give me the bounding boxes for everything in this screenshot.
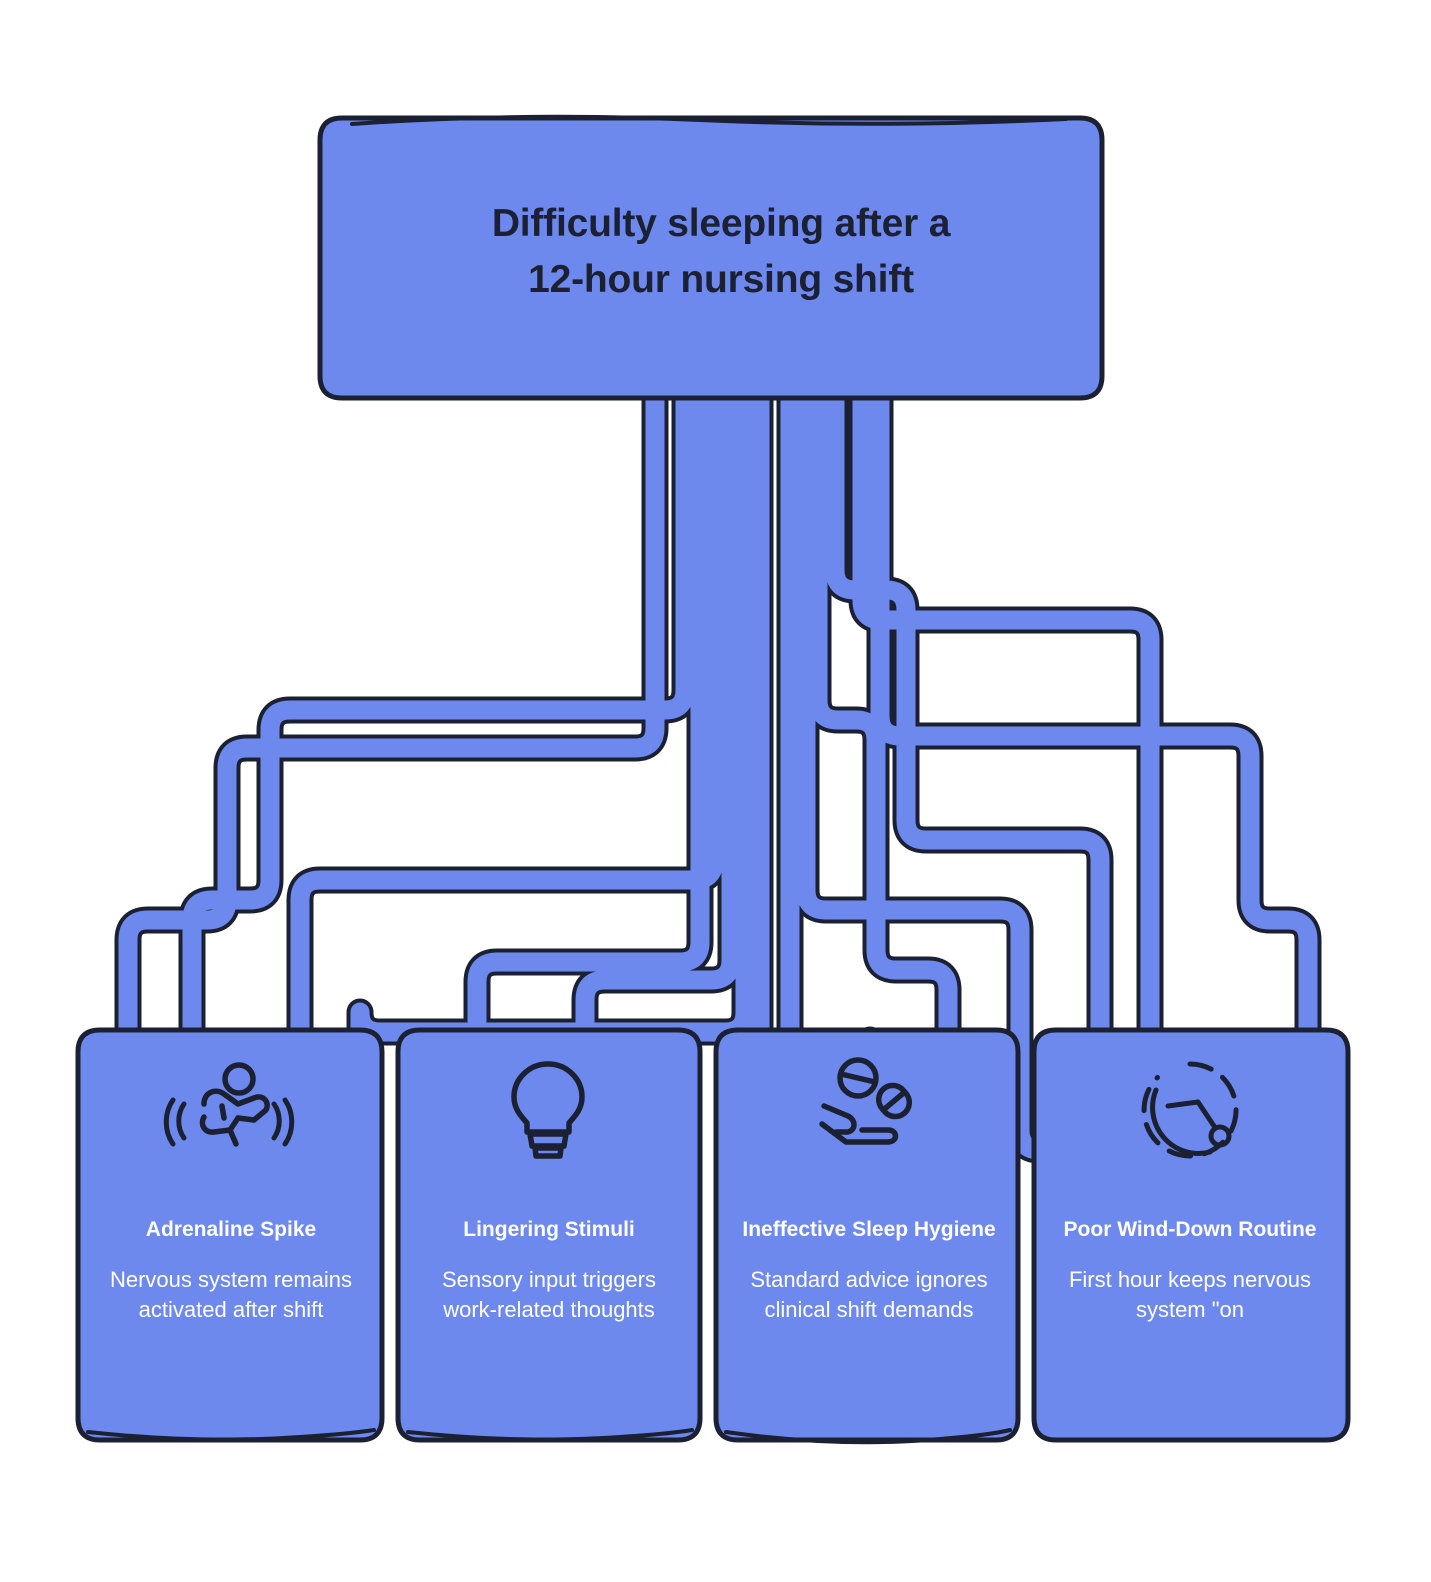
leaf-title: Adrenaline Spike xyxy=(145,1218,317,1241)
leaf-text-lingering-stimuli: Lingering Stimuli Sensory input triggers… xyxy=(414,1214,684,1325)
leaf-description: Nervous system remains activated after s… xyxy=(109,1267,353,1322)
leaf-card-poor-wind-down-routine[interactable] xyxy=(1031,1027,1351,1443)
lightbulb-icon xyxy=(511,1061,585,1159)
leaf-card-lingering-stimuli[interactable] xyxy=(395,1027,703,1443)
leaf-title: Poor Wind-Down Routine xyxy=(1063,1218,1317,1241)
leaf-text-adrenaline-spike: Adrenaline Spike Nervous system remains … xyxy=(96,1214,366,1325)
leaf-description: First hour keeps nervous system "on xyxy=(1068,1267,1312,1322)
dashed-clock-icon xyxy=(1141,1061,1239,1159)
leaf-card-ineffective-sleep-hygiene[interactable] xyxy=(713,1027,1021,1445)
leaf-card-adrenaline-spike[interactable] xyxy=(75,1027,385,1443)
leaf-text-poor-wind-down-routine: Poor Wind-Down Routine First hour keeps … xyxy=(1052,1214,1328,1325)
leaf-description: Standard advice ignores clinical shift d… xyxy=(750,1267,988,1322)
running-person-icon xyxy=(163,1062,295,1147)
root-node-box[interactable] xyxy=(317,114,1105,401)
leaf-description: Sensory input triggers work-related thou… xyxy=(442,1267,656,1322)
leaf-text-ineffective-sleep-hygiene: Ineffective Sleep Hygiene Standard advic… xyxy=(734,1214,1004,1325)
leaf-title: Lingering Stimuli xyxy=(463,1218,635,1241)
hand-with-pills-icon xyxy=(819,1057,913,1145)
leaf-title: Ineffective Sleep Hygiene xyxy=(742,1218,996,1241)
